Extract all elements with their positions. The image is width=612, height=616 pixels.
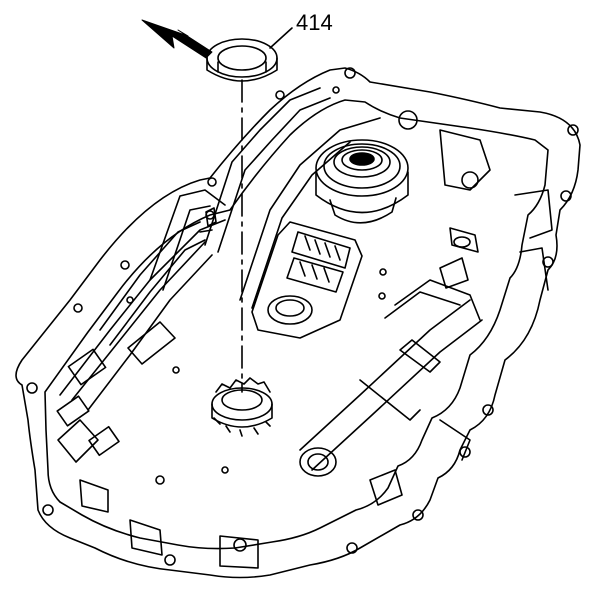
right-cylinder [300,280,482,476]
left-fitting [200,208,216,232]
callout-leader-line [270,28,292,48]
valve-web [252,222,362,338]
lower-flange-tabs [80,470,402,568]
callout-number: 414 [296,10,333,35]
bearing-boss [316,140,408,223]
lower-left-pockets [57,322,175,462]
seal-ring-part [207,39,277,81]
pointer-arrow-icon [142,20,212,58]
upper-right-details [399,111,552,290]
output-gear-bore [212,378,272,436]
